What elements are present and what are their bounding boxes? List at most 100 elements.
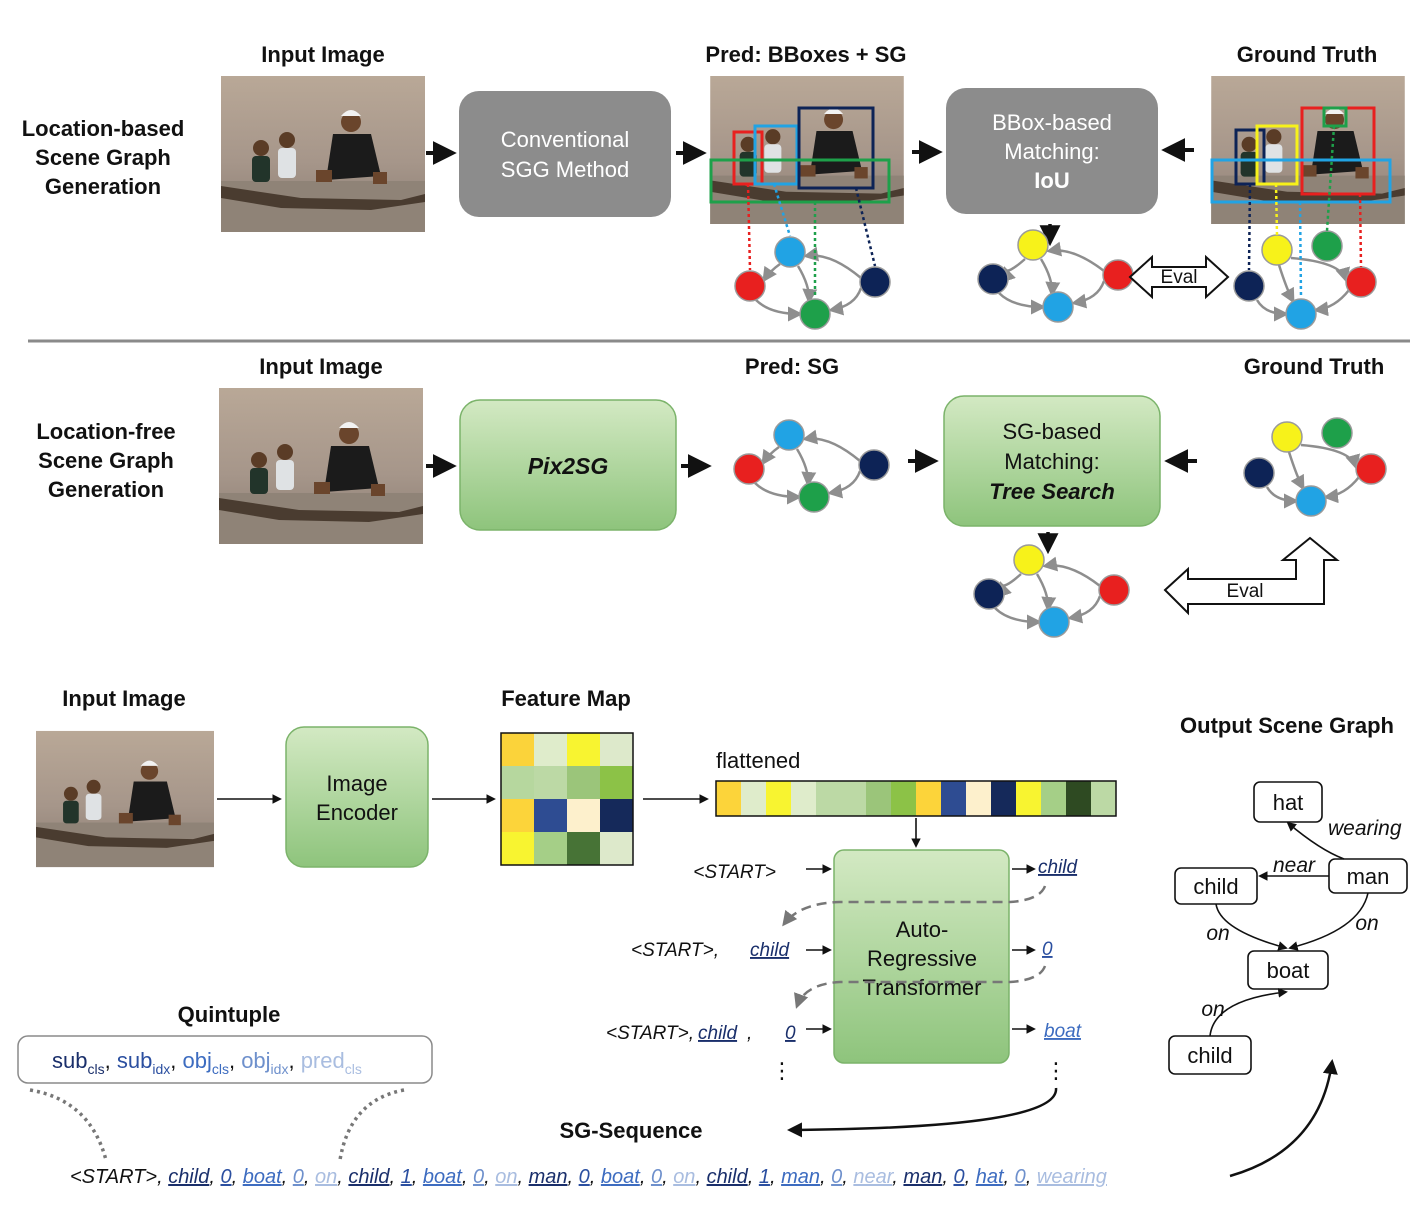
- flattened-cell: [916, 781, 941, 816]
- top-pred-link-red: [746, 183, 752, 271]
- top-pred-graph-edge-2: [803, 246, 862, 279]
- sg-sequence-start: <START>,: [70, 1166, 168, 1188]
- top-pred-graph-edge-4: [755, 299, 803, 322]
- quintuple-box: [17, 1035, 433, 1084]
- sg-sequence-separator: ,: [965, 1166, 976, 1188]
- mid-input-title: Input Image: [259, 354, 382, 379]
- mid-gt-graph-node-yellow: [1271, 421, 1303, 453]
- sg-sequence-arrow: [787, 1087, 1058, 1138]
- flattened-cell: [891, 781, 916, 816]
- sg-sequence-separator: ,: [892, 1166, 903, 1188]
- sg-sequence-separator: ,: [337, 1166, 348, 1188]
- mid-gt-graph-edge-3: [1265, 486, 1299, 509]
- quintuple-item: obj: [241, 1048, 270, 1073]
- graph-node-box: [1247, 950, 1329, 990]
- sg-sequence-separator: ,: [390, 1166, 401, 1188]
- quintuple-separator: ,: [229, 1048, 241, 1073]
- sg-sequence-token: 1: [759, 1166, 770, 1188]
- sg-sequence-separator: ,: [770, 1166, 781, 1188]
- graph-node-child: child: [1193, 874, 1238, 899]
- encoder-box-line-1: Image: [326, 771, 387, 796]
- feature-map-cell: [534, 832, 567, 865]
- top-gt-graph-edge-1: [1290, 256, 1350, 283]
- mid-matched-graph-node-red: [1098, 574, 1130, 606]
- quintuple-separator: ,: [170, 1048, 182, 1073]
- feature-map-cell: [567, 766, 600, 799]
- sg-sequence-separator: ,: [209, 1166, 220, 1188]
- feature-map-cell: [567, 832, 600, 865]
- mid-matched-graph-edge-1: [1042, 556, 1101, 587]
- output-ellipsis: ⋮: [1045, 1058, 1067, 1083]
- sg-sequence-separator: ,: [942, 1166, 953, 1188]
- top-input-title: Input Image: [261, 42, 384, 67]
- feature-map-cell: [501, 766, 534, 799]
- sg-sequence-separator: ,: [1026, 1166, 1037, 1188]
- mid-gt-graph-node-red: [1355, 453, 1387, 485]
- top-pred-title: Pred: BBoxes + SG: [705, 42, 906, 67]
- flattened-cell: [941, 781, 966, 816]
- mid-matching-box-line-3: Tree Search: [989, 479, 1115, 504]
- top-gt-link-navy: [1247, 183, 1252, 271]
- transformer-box-text-line-3: Transformer: [863, 975, 982, 1000]
- top-eval-label: Eval: [1161, 267, 1198, 288]
- sg-sequence-token: boat: [423, 1166, 463, 1188]
- top-pred-graph-node-navy: [859, 266, 891, 298]
- top-matched-graph-edge-5: [1039, 258, 1061, 297]
- mid-gt-graph-node-green: [1321, 417, 1353, 449]
- feature-map-cell: [534, 766, 567, 799]
- mid-gt-graph-node-navy: [1243, 457, 1275, 489]
- mid-pix2sg-label: Pix2SG: [528, 453, 609, 479]
- flattened-label: flattened: [716, 748, 800, 773]
- graph-node-boat: boat: [1267, 958, 1310, 983]
- sg-sequence-separator: ,: [517, 1166, 528, 1188]
- graph-edge-label-wearing: wearing: [1328, 817, 1402, 840]
- feature-map-title: Feature Map: [501, 686, 631, 711]
- input-ellipsis: ⋮: [771, 1058, 793, 1083]
- top-matched-graph-node-blue: [1042, 291, 1074, 323]
- top-matched-graph-node-navy: [977, 263, 1009, 295]
- top-gt-link-blue: [1298, 201, 1303, 299]
- sg-sequence-token: 0: [579, 1166, 590, 1188]
- top-gt-graph-node-green: [1311, 230, 1343, 262]
- sg-sequence-separator: ,: [662, 1166, 673, 1188]
- graph-edge-label-on-1: on: [1206, 922, 1229, 945]
- sg-sequence-token: boat: [243, 1166, 283, 1188]
- mid-pred-graph-edge-1: [761, 445, 780, 466]
- sg-sequence-separator: ,: [304, 1166, 315, 1188]
- encoder-box: [285, 726, 429, 868]
- graph-edge-man-on-boat: [1288, 892, 1369, 951]
- mid-eval-arrow: [1163, 536, 1340, 616]
- flattened-border: [715, 780, 1117, 817]
- quintuple-item: sub: [52, 1048, 87, 1073]
- quintuple-brace-right: [338, 1088, 405, 1161]
- feedback-arrow-1: [782, 885, 1047, 927]
- flattened-cell: [1016, 781, 1041, 816]
- mid-matched-graph-node-yellow: [1013, 544, 1045, 576]
- mid-gt-graph-edge-4: [1287, 451, 1305, 491]
- graph-node-hat: hat: [1273, 790, 1304, 815]
- quintuple-title: Quintuple: [178, 1002, 281, 1027]
- flattened-cell: [816, 781, 841, 816]
- top-gt-graph-edge-4: [1277, 264, 1295, 304]
- feature-map-cell: [600, 799, 633, 832]
- mid-gt-title: Ground Truth: [1244, 354, 1385, 379]
- flattened-cell: [791, 781, 816, 816]
- mid-pred-graph-edge-5: [795, 448, 817, 487]
- sequence-to-graph-arrow: [1229, 1059, 1338, 1178]
- encoder-box-line-2: Encoder: [316, 800, 398, 825]
- feature-map-border: [500, 732, 634, 866]
- top-pred-graph-edge-3: [828, 287, 863, 316]
- sg-sequence-separator: ,: [590, 1166, 601, 1188]
- quintuple-subscript: idx: [271, 1061, 289, 1077]
- top-pred-graph-node-green: [799, 298, 831, 330]
- top-pred-graph-edge-5: [796, 265, 818, 304]
- graph-edge-label-near: near: [1273, 854, 1316, 877]
- mid-matched-graph-edge-2: [997, 573, 1022, 598]
- top-matched-graph-edge-4: [998, 292, 1046, 315]
- flattened-cell: [716, 781, 741, 816]
- top-gt-graph-node-navy: [1233, 270, 1265, 302]
- sg-sequence-token: 0: [953, 1166, 964, 1188]
- feature-map-cell: [600, 766, 633, 799]
- sg-sequence-token: man: [903, 1166, 942, 1188]
- sg-sequence-separator: ,: [484, 1166, 495, 1188]
